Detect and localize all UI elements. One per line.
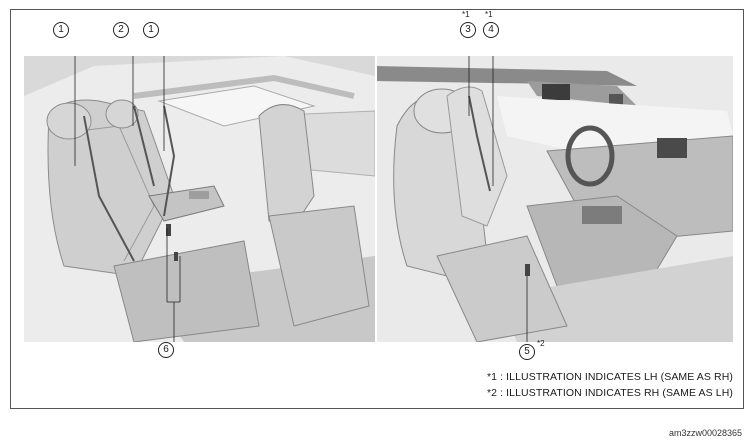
note-rh: *2 : ILLUSTRATION INDICATES RH (SAME AS … xyxy=(486,387,733,399)
callout-2-rear-center: 2 xyxy=(113,22,129,38)
marker-star-3: *1 xyxy=(462,10,470,19)
callout-6-rear-buckle: 6 xyxy=(158,342,174,358)
rear-seat-illustration xyxy=(24,56,375,342)
marker-star-4: *1 xyxy=(485,10,493,19)
callout-3-front: 3 xyxy=(460,22,476,38)
callout-1-rear-outer: 1 xyxy=(53,22,69,38)
image-code: am3zzw00028365 xyxy=(668,428,742,438)
callout-4-front: 4 xyxy=(483,22,499,38)
rear-seat-drawing xyxy=(24,56,375,342)
note-lh: *1 : ILLUSTRATION INDICATES LH (SAME AS … xyxy=(486,371,733,383)
figure-frame: 1 2 1 *1 3 *1 4 5 *2 6 *1 : ILLUSTRATION… xyxy=(10,9,744,409)
front-seat-illustration xyxy=(377,56,733,342)
marker-star-5: *2 xyxy=(537,339,545,348)
front-seat-drawing xyxy=(377,56,733,342)
callout-5-front-buckle: 5 xyxy=(519,344,535,360)
callout-1-rear-inner: 1 xyxy=(143,22,159,38)
